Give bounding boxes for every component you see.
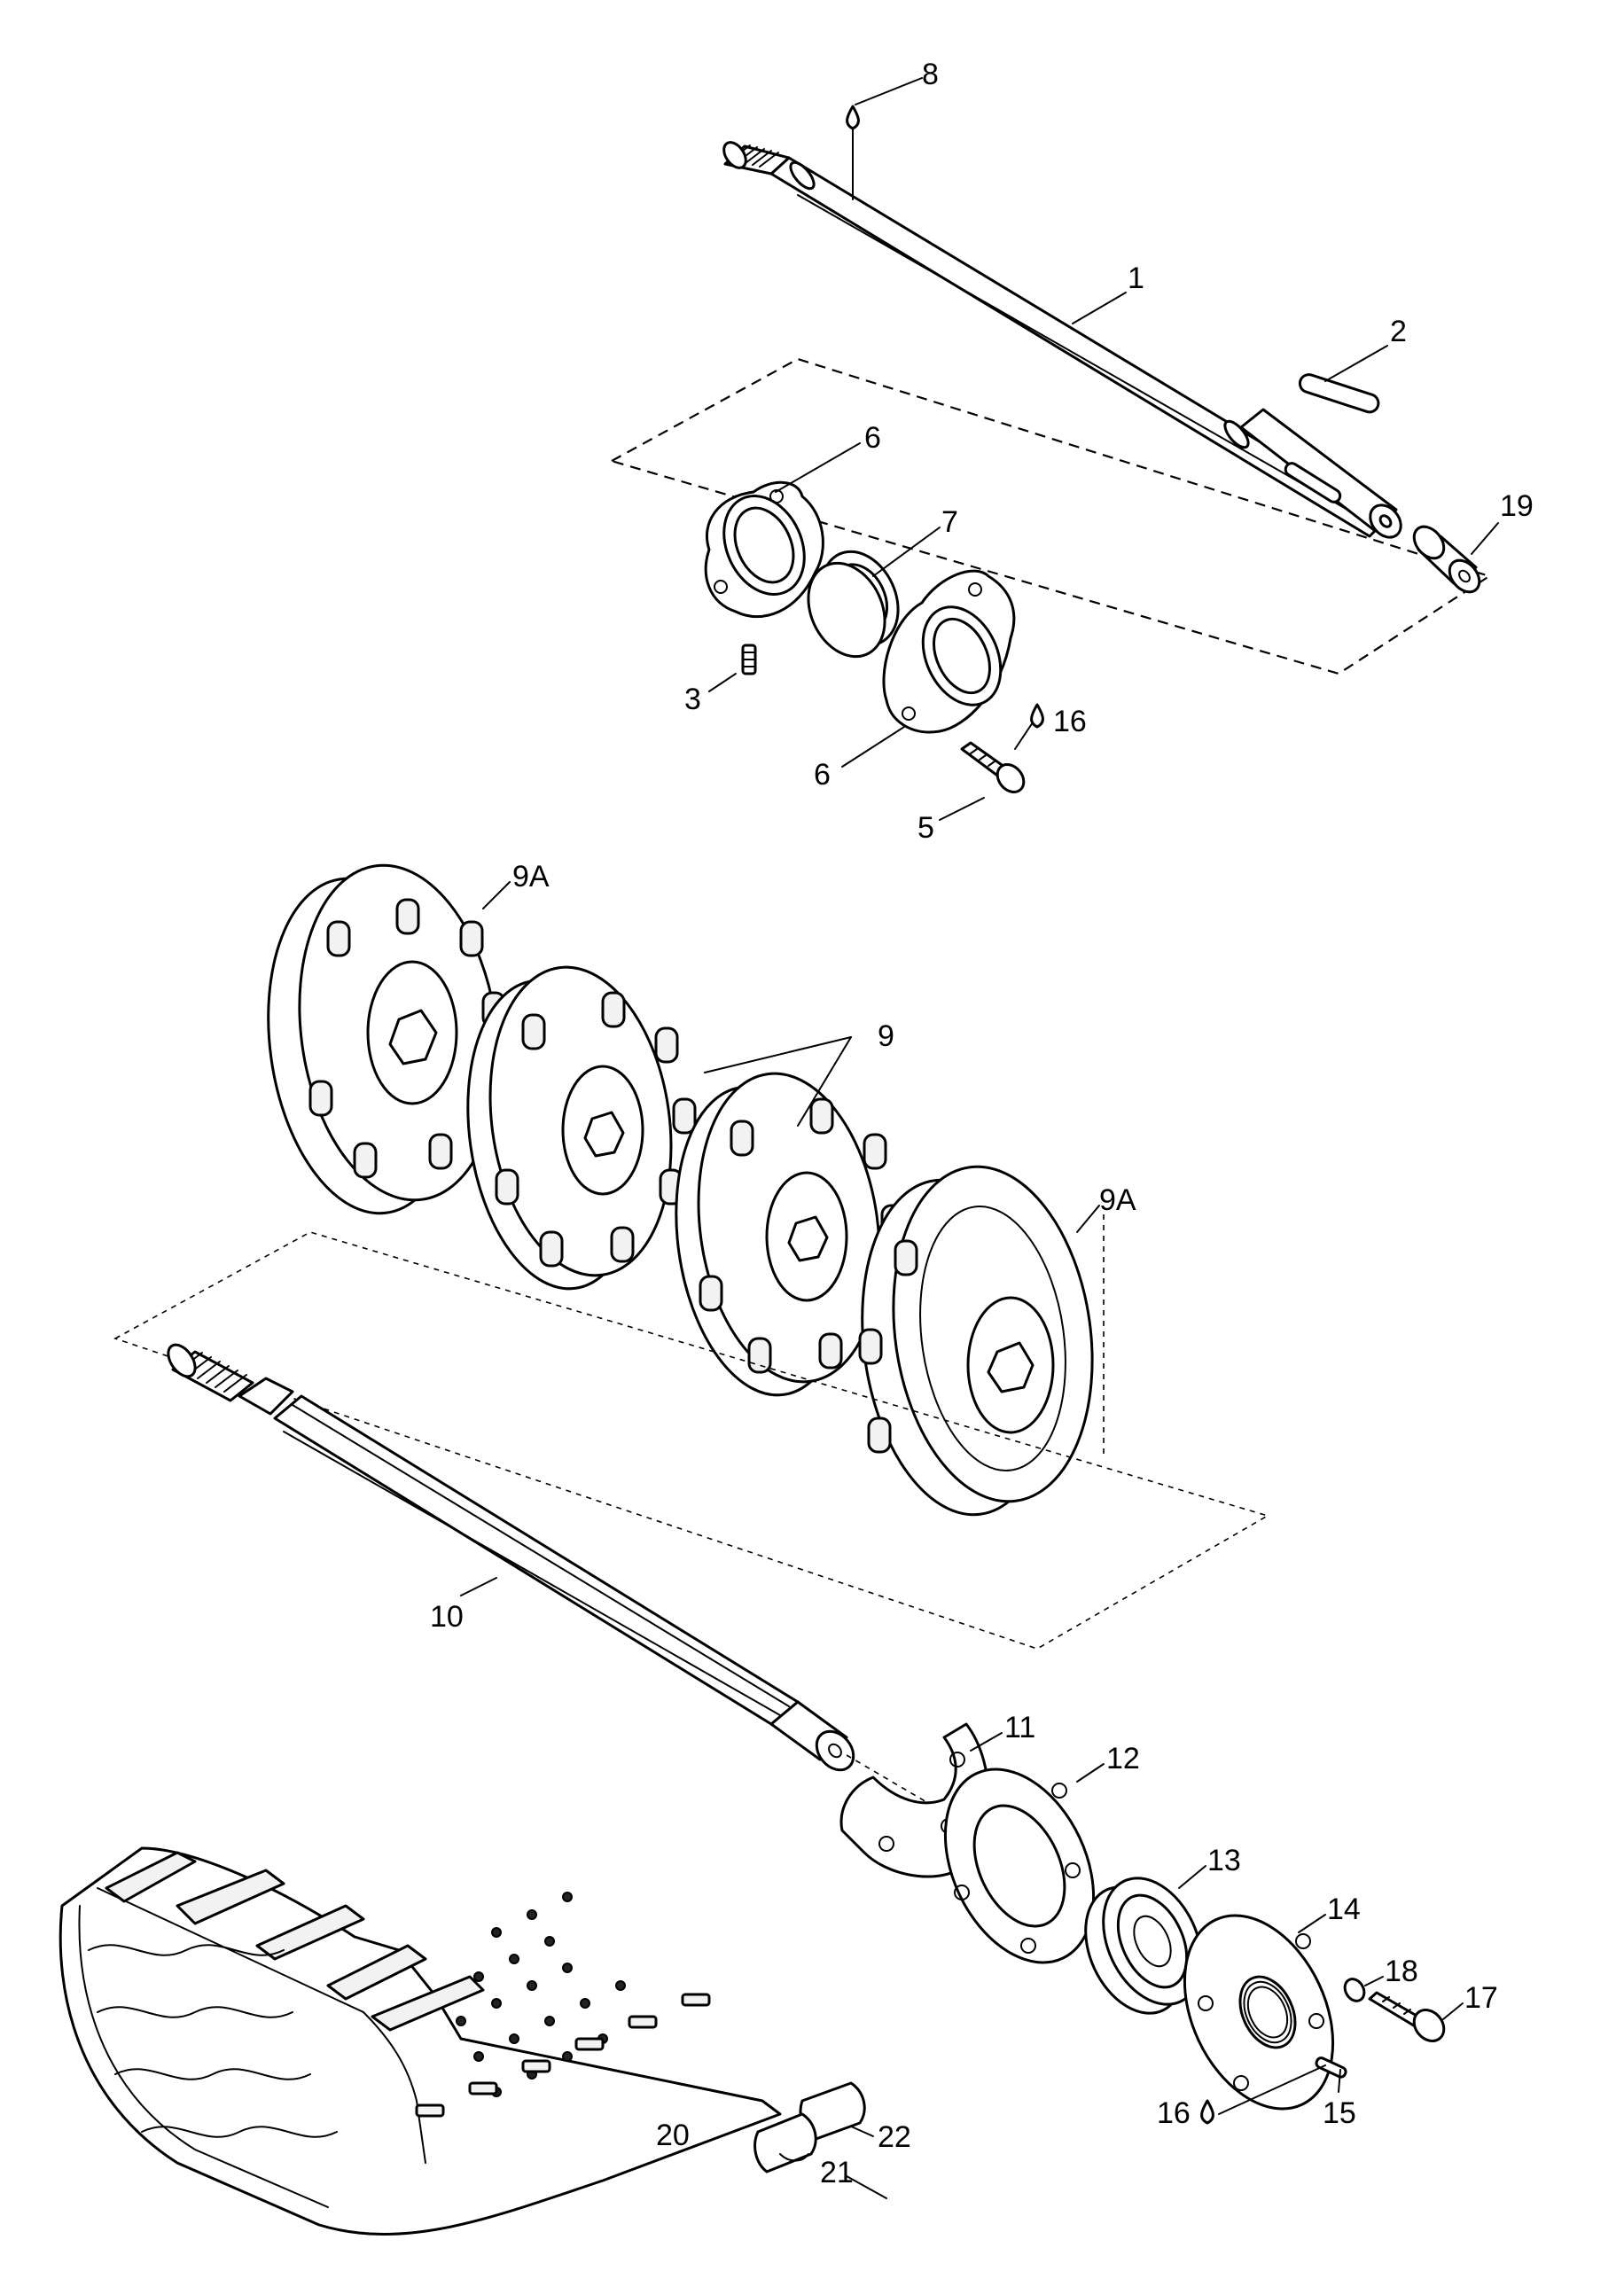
- spacer-plate-part-12: [943, 1768, 1096, 1964]
- track-part-20: [59, 1846, 782, 2236]
- lubricant-drop-icon: [846, 105, 860, 130]
- lubricant-drop-icon: [1030, 703, 1044, 729]
- callout-6-bottom: 6: [814, 758, 831, 792]
- callout-5: 5: [917, 811, 934, 845]
- washer-part-18: [1343, 1978, 1366, 2002]
- callout-7: 7: [941, 505, 958, 539]
- screw-part-5: [960, 741, 1026, 793]
- screw-part-17: [1368, 1991, 1446, 2042]
- sprocket-part-9a-left: [267, 863, 506, 1215]
- callout-20: 20: [656, 2119, 690, 2152]
- pin-part-15: [1315, 2056, 1347, 2079]
- callout-17: 17: [1464, 1981, 1498, 2015]
- callout-3: 3: [684, 683, 701, 716]
- callout-10: 10: [430, 1600, 464, 1634]
- callout-2: 2: [1390, 315, 1407, 348]
- sprocket-part-9a-right: [858, 1165, 1094, 1517]
- callout-6-top: 6: [864, 421, 881, 455]
- callout-15: 15: [1323, 2096, 1356, 2130]
- upper-assembly-outline: [609, 357, 1492, 675]
- key-part-2: [1298, 373, 1380, 414]
- callout-9a-bottom: 9A: [1099, 1183, 1136, 1217]
- callout-1: 1: [1128, 261, 1144, 295]
- callout-16-bottom: 16: [1157, 2096, 1191, 2130]
- drive-axle-part-10: [167, 1343, 855, 1772]
- spacer-part-19: [1412, 525, 1481, 594]
- lubricant-drop-icon: [1200, 2099, 1214, 2125]
- bearing-flange-part-6-left: [704, 480, 824, 619]
- bearing-housing-part-14: [1183, 1914, 1335, 2111]
- callout-8: 8: [922, 58, 939, 91]
- callout-11: 11: [1004, 1711, 1035, 1744]
- bearing-flange-part-6-right: [882, 569, 1016, 734]
- callout-22: 22: [878, 2120, 911, 2154]
- callout-16-top: 16: [1053, 705, 1087, 738]
- callout-19: 19: [1500, 489, 1534, 523]
- callout-12: 12: [1106, 1742, 1140, 1775]
- sprocket-part-9-left: [466, 965, 697, 1291]
- track-clip-part-21: [753, 2112, 817, 2173]
- set-screw-part-3: [741, 644, 757, 675]
- bearing-part-13: [1084, 1877, 1203, 2015]
- bearing-part-7: [807, 550, 900, 659]
- callout-9a-top: 9A: [512, 860, 550, 894]
- callout-14: 14: [1327, 1892, 1361, 1926]
- lower-assembly-outline: [113, 1231, 1270, 1650]
- drive-axle-part-1: [722, 141, 1402, 539]
- callout-13: 13: [1207, 1844, 1241, 1877]
- callout-18: 18: [1385, 1955, 1418, 1988]
- callout-9: 9: [878, 1019, 894, 1053]
- callout-21: 21: [820, 2156, 854, 2189]
